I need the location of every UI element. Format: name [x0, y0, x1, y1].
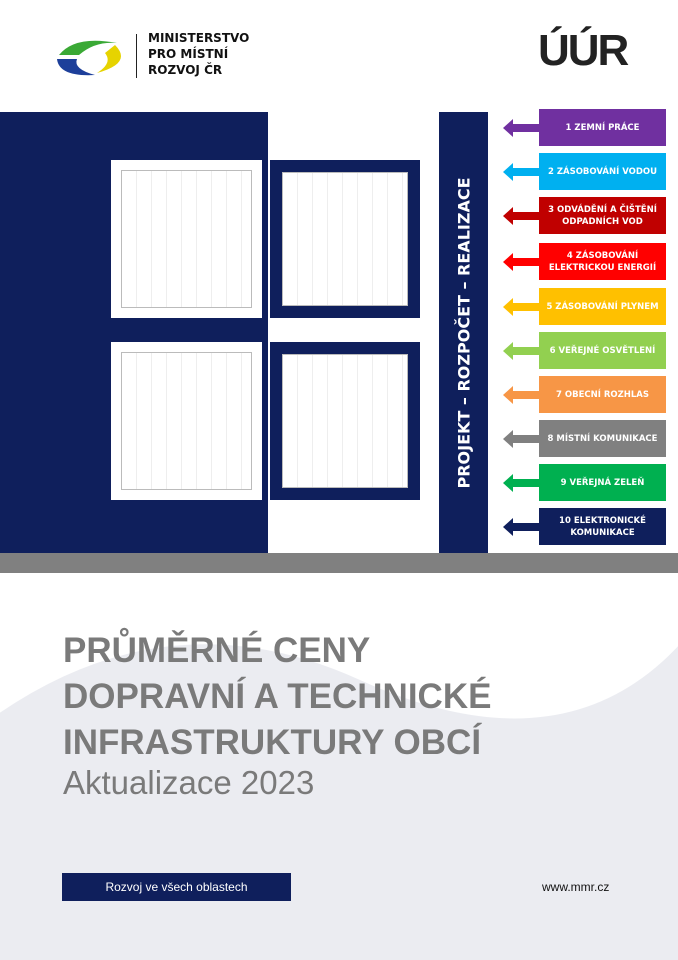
- arrow-left-icon: [503, 162, 513, 181]
- category-label: 7 OBECNÍ ROZHLAS: [539, 376, 666, 413]
- category-label: 8 MÍSTNÍ KOMUNIKACE: [539, 420, 666, 457]
- ministry-name: MINISTERSTVO PRO MÍSTNÍ ROZVOJ ČR: [148, 30, 249, 78]
- arrow-left-icon: [503, 118, 513, 137]
- category-item: 2 ZÁSOBOVÁNÍ VODOU: [503, 153, 666, 190]
- technical-drawing-road-profile: [111, 342, 262, 500]
- category-label: 5 ZÁSOBOVÁNÍ PLYNEM: [539, 288, 666, 325]
- website-link[interactable]: www.mmr.cz: [542, 880, 610, 894]
- technical-drawing-culvert: [270, 342, 420, 500]
- document-subtitle: Aktualizace 2023: [63, 764, 315, 801]
- ministry-name-line: PRO MÍSTNÍ: [148, 47, 229, 61]
- category-item: 1 ZEMNÍ PRÁCE: [503, 109, 666, 146]
- arrow-shaft: [512, 522, 542, 531]
- technical-drawing-site-plan: [270, 160, 420, 318]
- category-label: 1 ZEMNÍ PRÁCE: [539, 109, 666, 146]
- uur-logo: ÚÚR: [538, 26, 629, 75]
- document-title: PRŮMĚRNÉ CENY DOPRAVNÍ A TECHNICKÉ INFRA…: [63, 628, 491, 766]
- category-item: 7 OBECNÍ ROZHLAS: [503, 376, 666, 413]
- vertical-label-bar: PROJEKT – ROZPOČET – REALIZACE: [439, 112, 488, 553]
- arrow-left-icon: [503, 297, 513, 316]
- category-label: 2 ZÁSOBOVÁNÍ VODOU: [539, 153, 666, 190]
- arrow-left-icon: [503, 252, 513, 271]
- arrow-shaft: [512, 346, 542, 355]
- category-label: 10 ELEKTRONICKÉ KOMUNIKACE: [539, 508, 666, 545]
- category-item: 10 ELEKTRONICKÉ KOMUNIKACE: [503, 508, 666, 545]
- arrow-left-icon: [503, 473, 513, 492]
- arrow-shaft: [512, 478, 542, 487]
- category-label: 9 VEŘEJNÁ ZELEŇ: [539, 464, 666, 501]
- category-label: 4 ZÁSOBOVÁNÍ ELEKTRICKOU ENERGIÍ: [539, 243, 666, 280]
- title-line: DOPRAVNÍ A TECHNICKÉ: [63, 677, 492, 716]
- category-label: 3 ODVÁDĚNÍ A ČIŠTĚNÍ ODPADNÍCH VOD: [539, 197, 666, 234]
- arrow-shaft: [512, 302, 542, 311]
- slogan-banner: Rozvoj ve všech oblastech: [62, 873, 291, 901]
- arrow-shaft: [512, 211, 542, 220]
- category-item: 6 VEŘEJNÉ OSVĚTLENÍ: [503, 332, 666, 369]
- arrow-left-icon: [503, 517, 513, 536]
- category-item: 9 VEŘEJNÁ ZELEŇ: [503, 464, 666, 501]
- arrow-shaft: [512, 434, 542, 443]
- vertical-label: PROJEKT – ROZPOČET – REALIZACE: [454, 177, 473, 488]
- ministry-name-line: MINISTERSTVO: [148, 31, 250, 45]
- arrow-left-icon: [503, 385, 513, 404]
- title-line: INFRASTRUKTURY OBCÍ: [63, 723, 482, 762]
- category-label: 6 VEŘEJNÉ OSVĚTLENÍ: [539, 332, 666, 369]
- arrow-left-icon: [503, 341, 513, 360]
- technical-drawing-shaft: [111, 160, 262, 318]
- title-line: PRŮMĚRNÉ CENY: [63, 631, 371, 670]
- arrow-left-icon: [503, 206, 513, 225]
- gray-band: [0, 553, 678, 573]
- arrow-left-icon: [503, 429, 513, 448]
- ministry-name-line: ROZVOJ ČR: [148, 63, 223, 77]
- arrow-shaft: [512, 167, 542, 176]
- category-item: 4 ZÁSOBOVÁNÍ ELEKTRICKOU ENERGIÍ: [503, 243, 666, 280]
- ministry-logo: [57, 40, 121, 76]
- category-item: 8 MÍSTNÍ KOMUNIKACE: [503, 420, 666, 457]
- arrow-shaft: [512, 390, 542, 399]
- logo-divider: [136, 34, 137, 78]
- arrow-shaft: [512, 123, 542, 132]
- category-item: 5 ZÁSOBOVÁNÍ PLYNEM: [503, 288, 666, 325]
- arrow-shaft: [512, 257, 542, 266]
- category-item: 3 ODVÁDĚNÍ A ČIŠTĚNÍ ODPADNÍCH VOD: [503, 197, 666, 234]
